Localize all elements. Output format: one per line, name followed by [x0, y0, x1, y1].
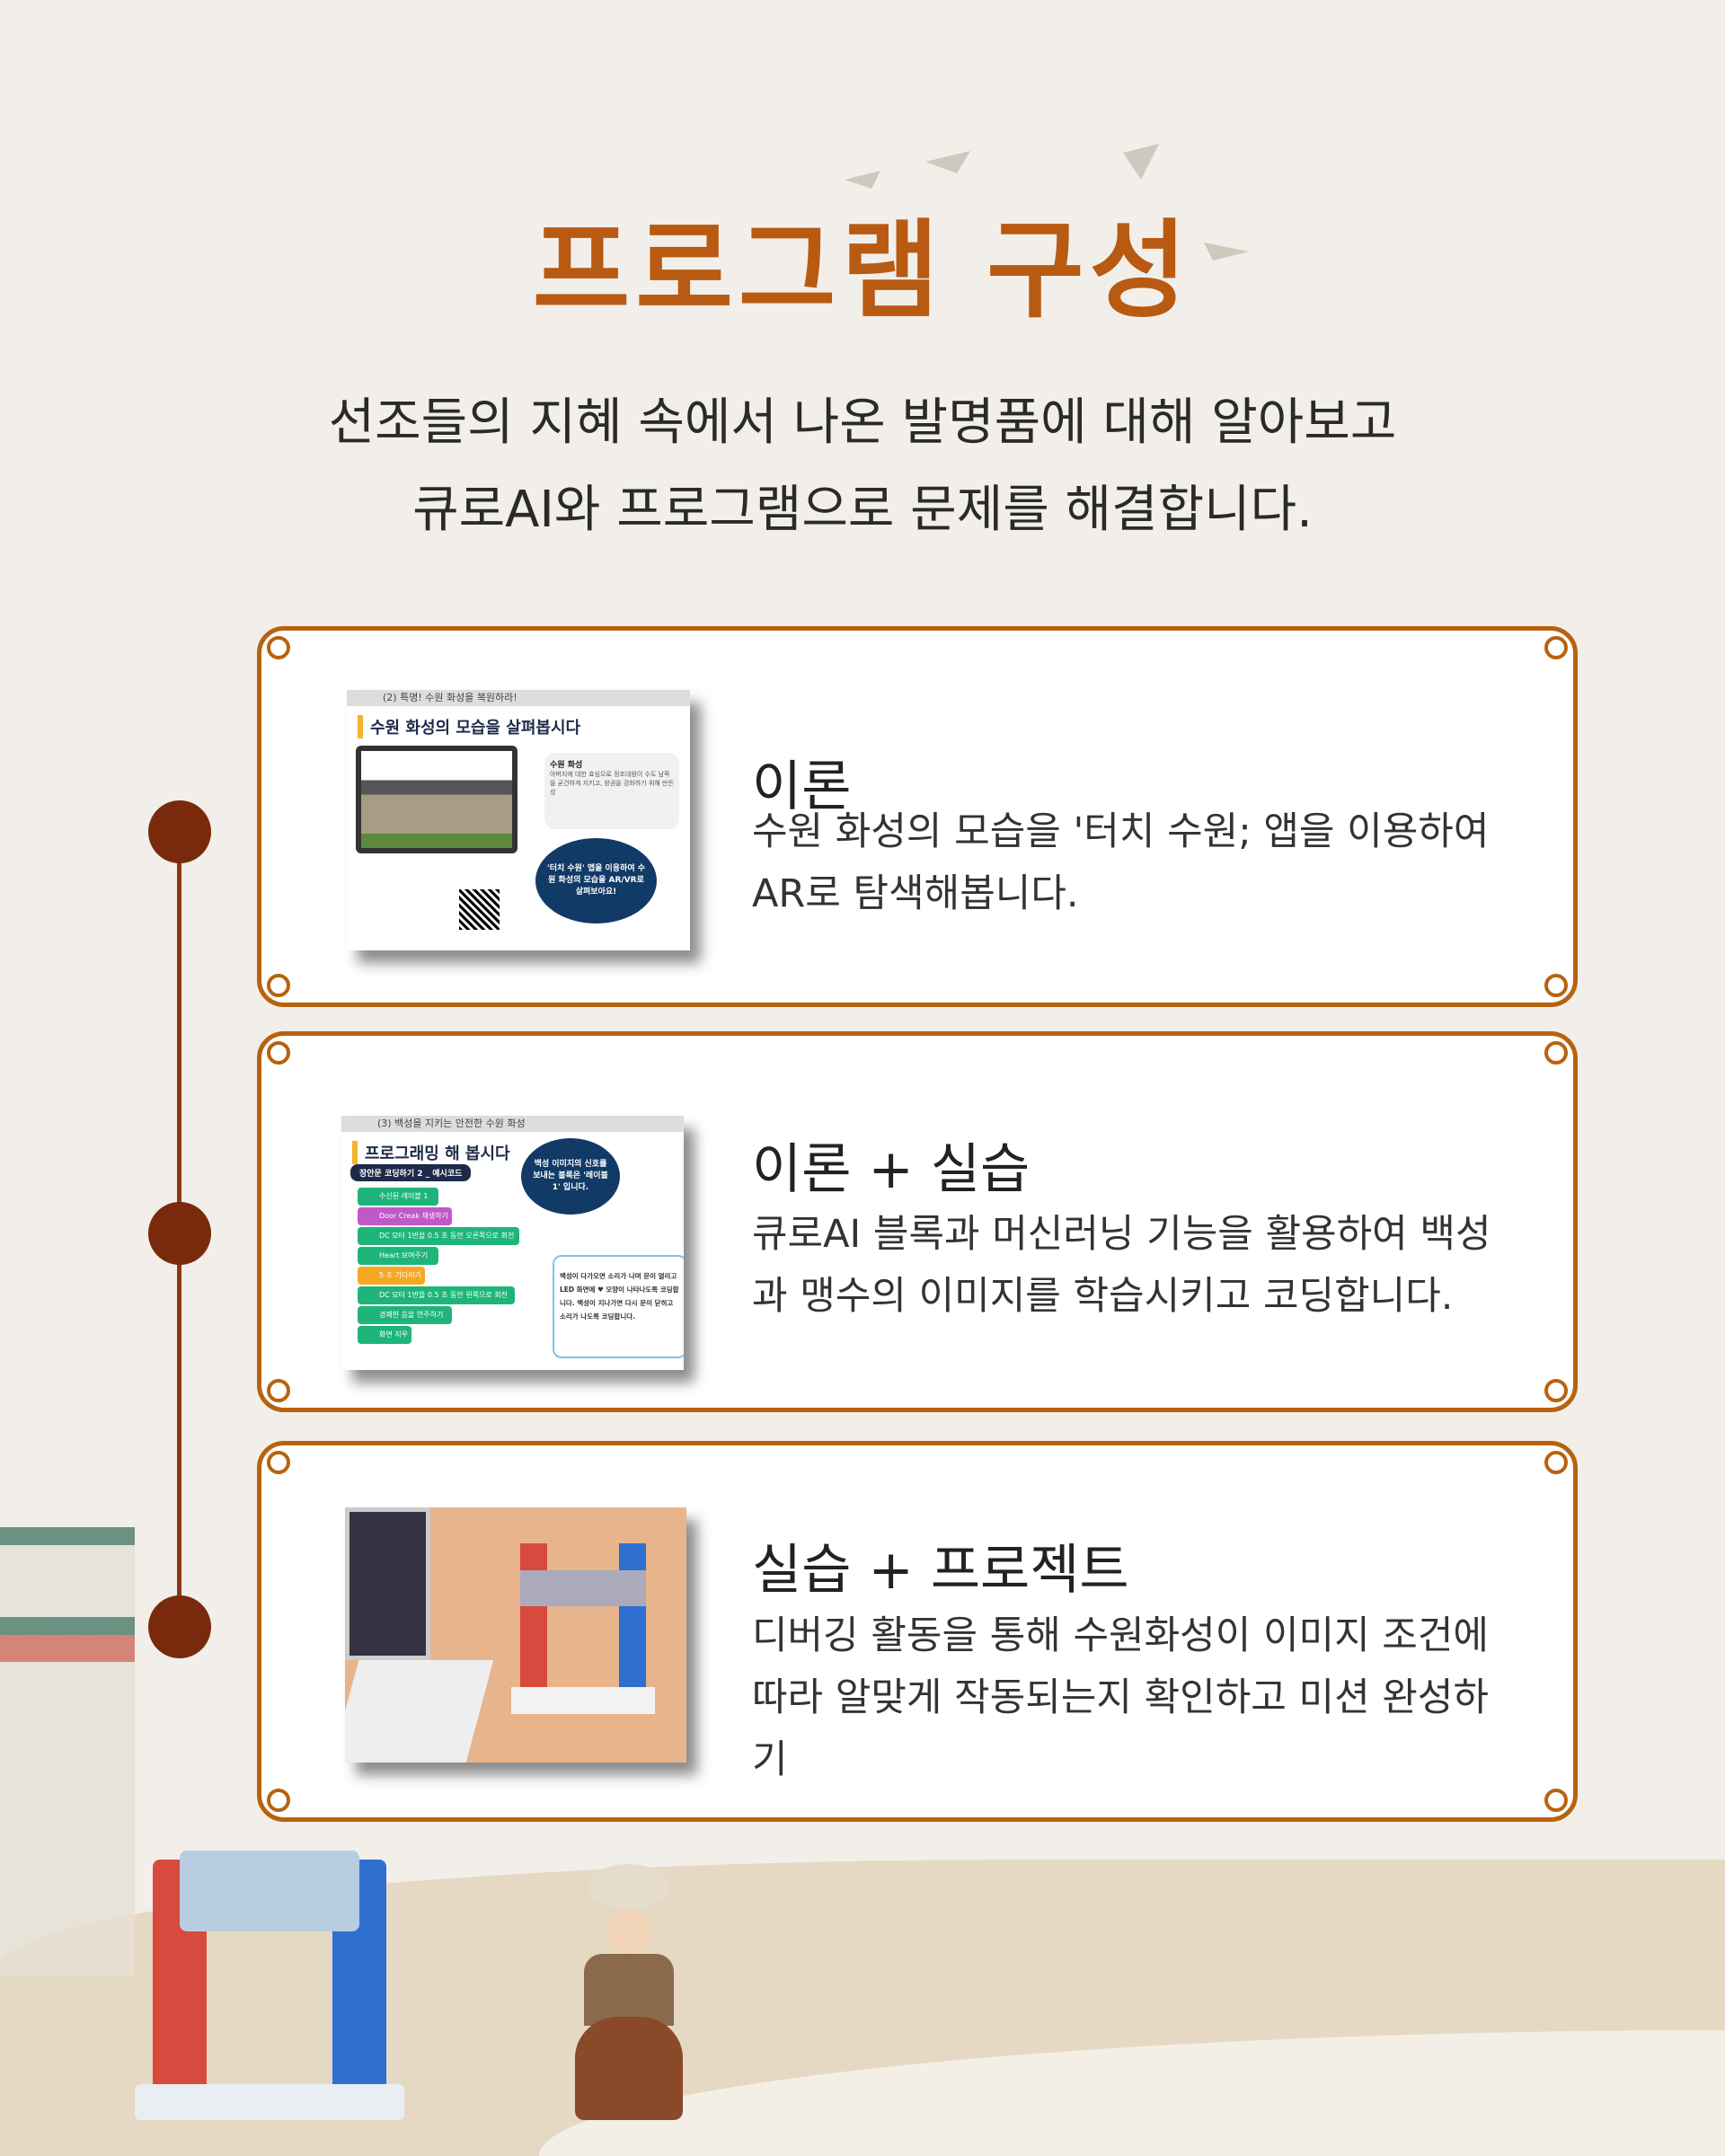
- slide-title: 수원 화성의 모습을 살펴봅시다: [358, 715, 690, 738]
- card-heading: 실습 + 프로젝트: [752, 1539, 1129, 1602]
- code-block: 5 초 기다리기: [358, 1267, 425, 1285]
- code-block: DC 모터 1번을 0.5 초 동안 왼쪽으로 회전: [358, 1286, 515, 1304]
- program-card-theory: (2) 특명! 수원 화성을 복원하라! 수원 화성의 모습을 살펴봅시다 수원…: [257, 626, 1578, 1007]
- lesson-screenshot: (2) 특명! 수원 화성을 복원하라! 수원 화성의 모습을 살펴봅시다 수원…: [347, 690, 690, 950]
- program-card-theory-practice: (3) 백성을 지키는 안전한 수원 화성 프로그래밍 해 봅시다 장안문 코딩…: [257, 1031, 1578, 1412]
- slide-tab: (2) 특명! 수원 화성을 복원하라!: [347, 690, 690, 706]
- instruction-note: 백성이 다가오면 소리가 나며 문이 열리고 LED 화면에 ♥ 모양이 나타나…: [553, 1255, 684, 1358]
- slide-title: 프로그래밍 해 봅시다: [352, 1141, 684, 1164]
- cranes-illustration: [845, 144, 1249, 261]
- code-blocks: 수신된 레이블 1 Door Creak 재생하기 DC 모터 1번을 0.5 …: [358, 1186, 519, 1356]
- speech-bubble: 백성 이미지의 신호를 보내는 블록은 '레이블 1' 입니다.: [521, 1138, 620, 1215]
- timeline-dot: [148, 800, 211, 863]
- card-description: 디버깅 활동을 통해 수원화성이 이미지 조건에 따라 알맞게 작동되는지 확인…: [752, 1613, 1489, 1782]
- slide-tab: (3) 백성을 지키는 안전한 수원 화성: [341, 1116, 684, 1132]
- speech-bubble: '터치 수원' 앱을 이용하여 수원 화성의 모습을 AR/VR로 살펴보아요!: [535, 838, 657, 923]
- card-description: 큐로AI 블록과 머신러닝 기능을 활용하여 백성과 맹수의 이미지를 학습시키…: [752, 1212, 1491, 1319]
- card-description: 수원 화성의 모습을 '터치 수원; 앱을 이용하여 AR로 탐색해봅니다.: [752, 809, 1490, 916]
- card-heading: 이론: [752, 755, 852, 818]
- timeline-dot: [148, 1202, 211, 1265]
- code-block: Door Creak 재생하기: [358, 1207, 452, 1225]
- project-photo: [345, 1507, 686, 1763]
- code-block: 경쾌한 음을 연주하기: [358, 1306, 452, 1324]
- robot-gate-illustration: [99, 1824, 440, 2120]
- code-block: DC 모터 1번을 0.5 초 동안 오른쪽으로 회전: [358, 1227, 519, 1245]
- search-term: 수원 화성: [550, 761, 583, 770]
- code-block: 수신된 레이블 1: [358, 1188, 438, 1206]
- search-card: 수원 화성 아버지에 대한 효심으로 정조대왕이 수도 남쪽을 굳건하게 지키고…: [544, 753, 679, 829]
- laptop-keyboard: [345, 1660, 494, 1763]
- lesson-screenshot: (3) 백성을 지키는 안전한 수원 화성 프로그래밍 해 봅시다 장안문 코딩…: [341, 1116, 684, 1370]
- code-block: Heart 보여주기: [358, 1247, 438, 1265]
- page-title: 프로그램 구성: [532, 208, 1193, 332]
- villager-illustration: [566, 1864, 692, 2134]
- timeline-dot: [148, 1595, 211, 1658]
- pagoda-illustration: [0, 1527, 135, 1976]
- search-description: 아버지에 대한 효심으로 정조대왕이 수도 남쪽을 굳건하게 지키고, 왕권을 …: [550, 771, 674, 796]
- card-heading: 이론 + 실습: [752, 1138, 1031, 1201]
- monitor-image: [356, 746, 518, 853]
- qr-code: [459, 889, 500, 930]
- robot-gate-photo: [502, 1534, 664, 1714]
- code-label: 장안문 코딩하기 2 _ 예시코드: [350, 1164, 472, 1181]
- subtitle-line-1: 선조들의 지혜 속에서 나온 발명품에 대해 알아보고: [328, 393, 1397, 452]
- subtitle-line-2: 큐로AI와 프로그램으로 문제를 해결합니다.: [412, 481, 1313, 539]
- program-card-practice-project: 실습 + 프로젝트 디버깅 활동을 통해 수원화성이 이미지 조건에 따라 알맞…: [257, 1441, 1578, 1822]
- code-block: 화면 지우기: [358, 1326, 411, 1356]
- laptop-screen: [345, 1507, 430, 1660]
